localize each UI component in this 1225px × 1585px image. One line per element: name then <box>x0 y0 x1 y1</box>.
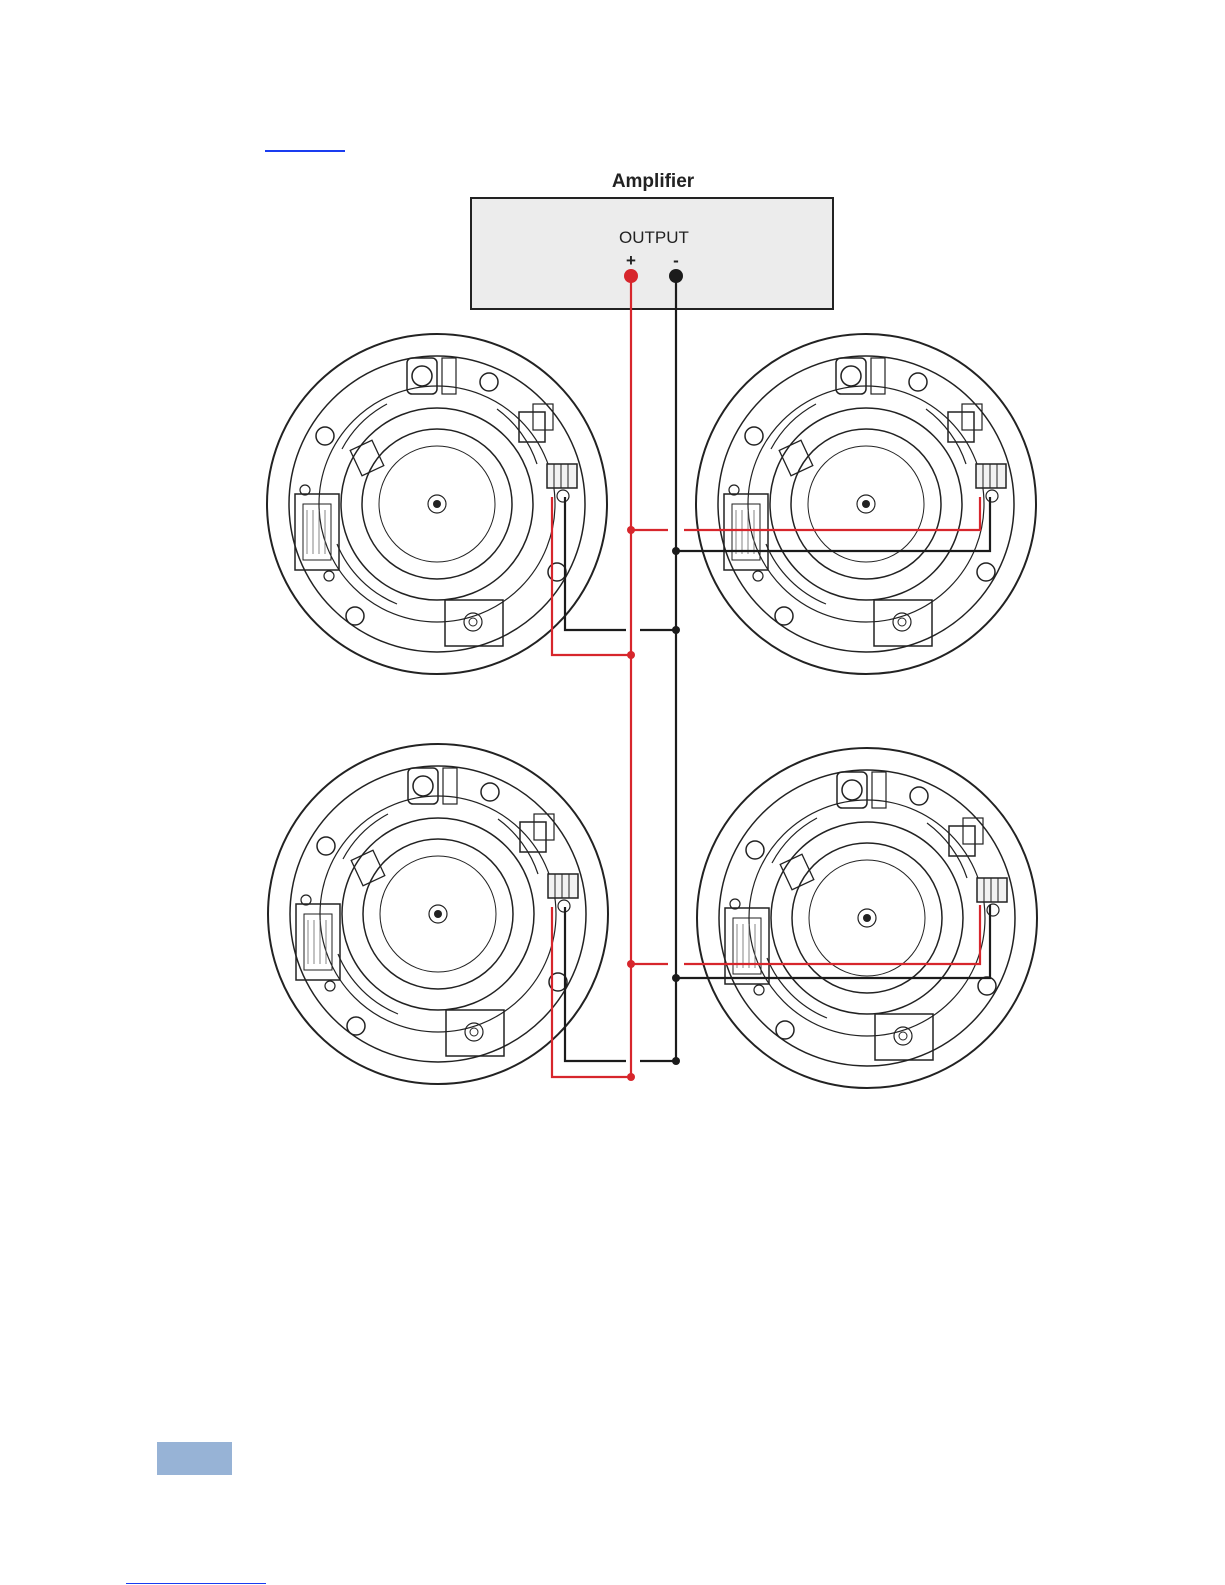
output-label: OUTPUT <box>619 228 689 247</box>
plus-terminal-label: + <box>626 251 636 270</box>
negative-wire <box>565 276 990 1061</box>
amplifier-title: Amplifier <box>612 171 695 192</box>
speaker-bottom-right <box>697 748 1037 1088</box>
speaker-top-left <box>267 334 607 674</box>
page-number-tab <box>157 1442 232 1475</box>
amplifier-box <box>471 198 833 309</box>
footer-link-underline[interactable] <box>126 1583 266 1584</box>
minus-terminal-label: - <box>673 251 679 270</box>
positive-wire <box>552 276 980 1077</box>
speaker-bottom-left <box>268 744 608 1084</box>
speaker-top-right <box>696 334 1036 674</box>
